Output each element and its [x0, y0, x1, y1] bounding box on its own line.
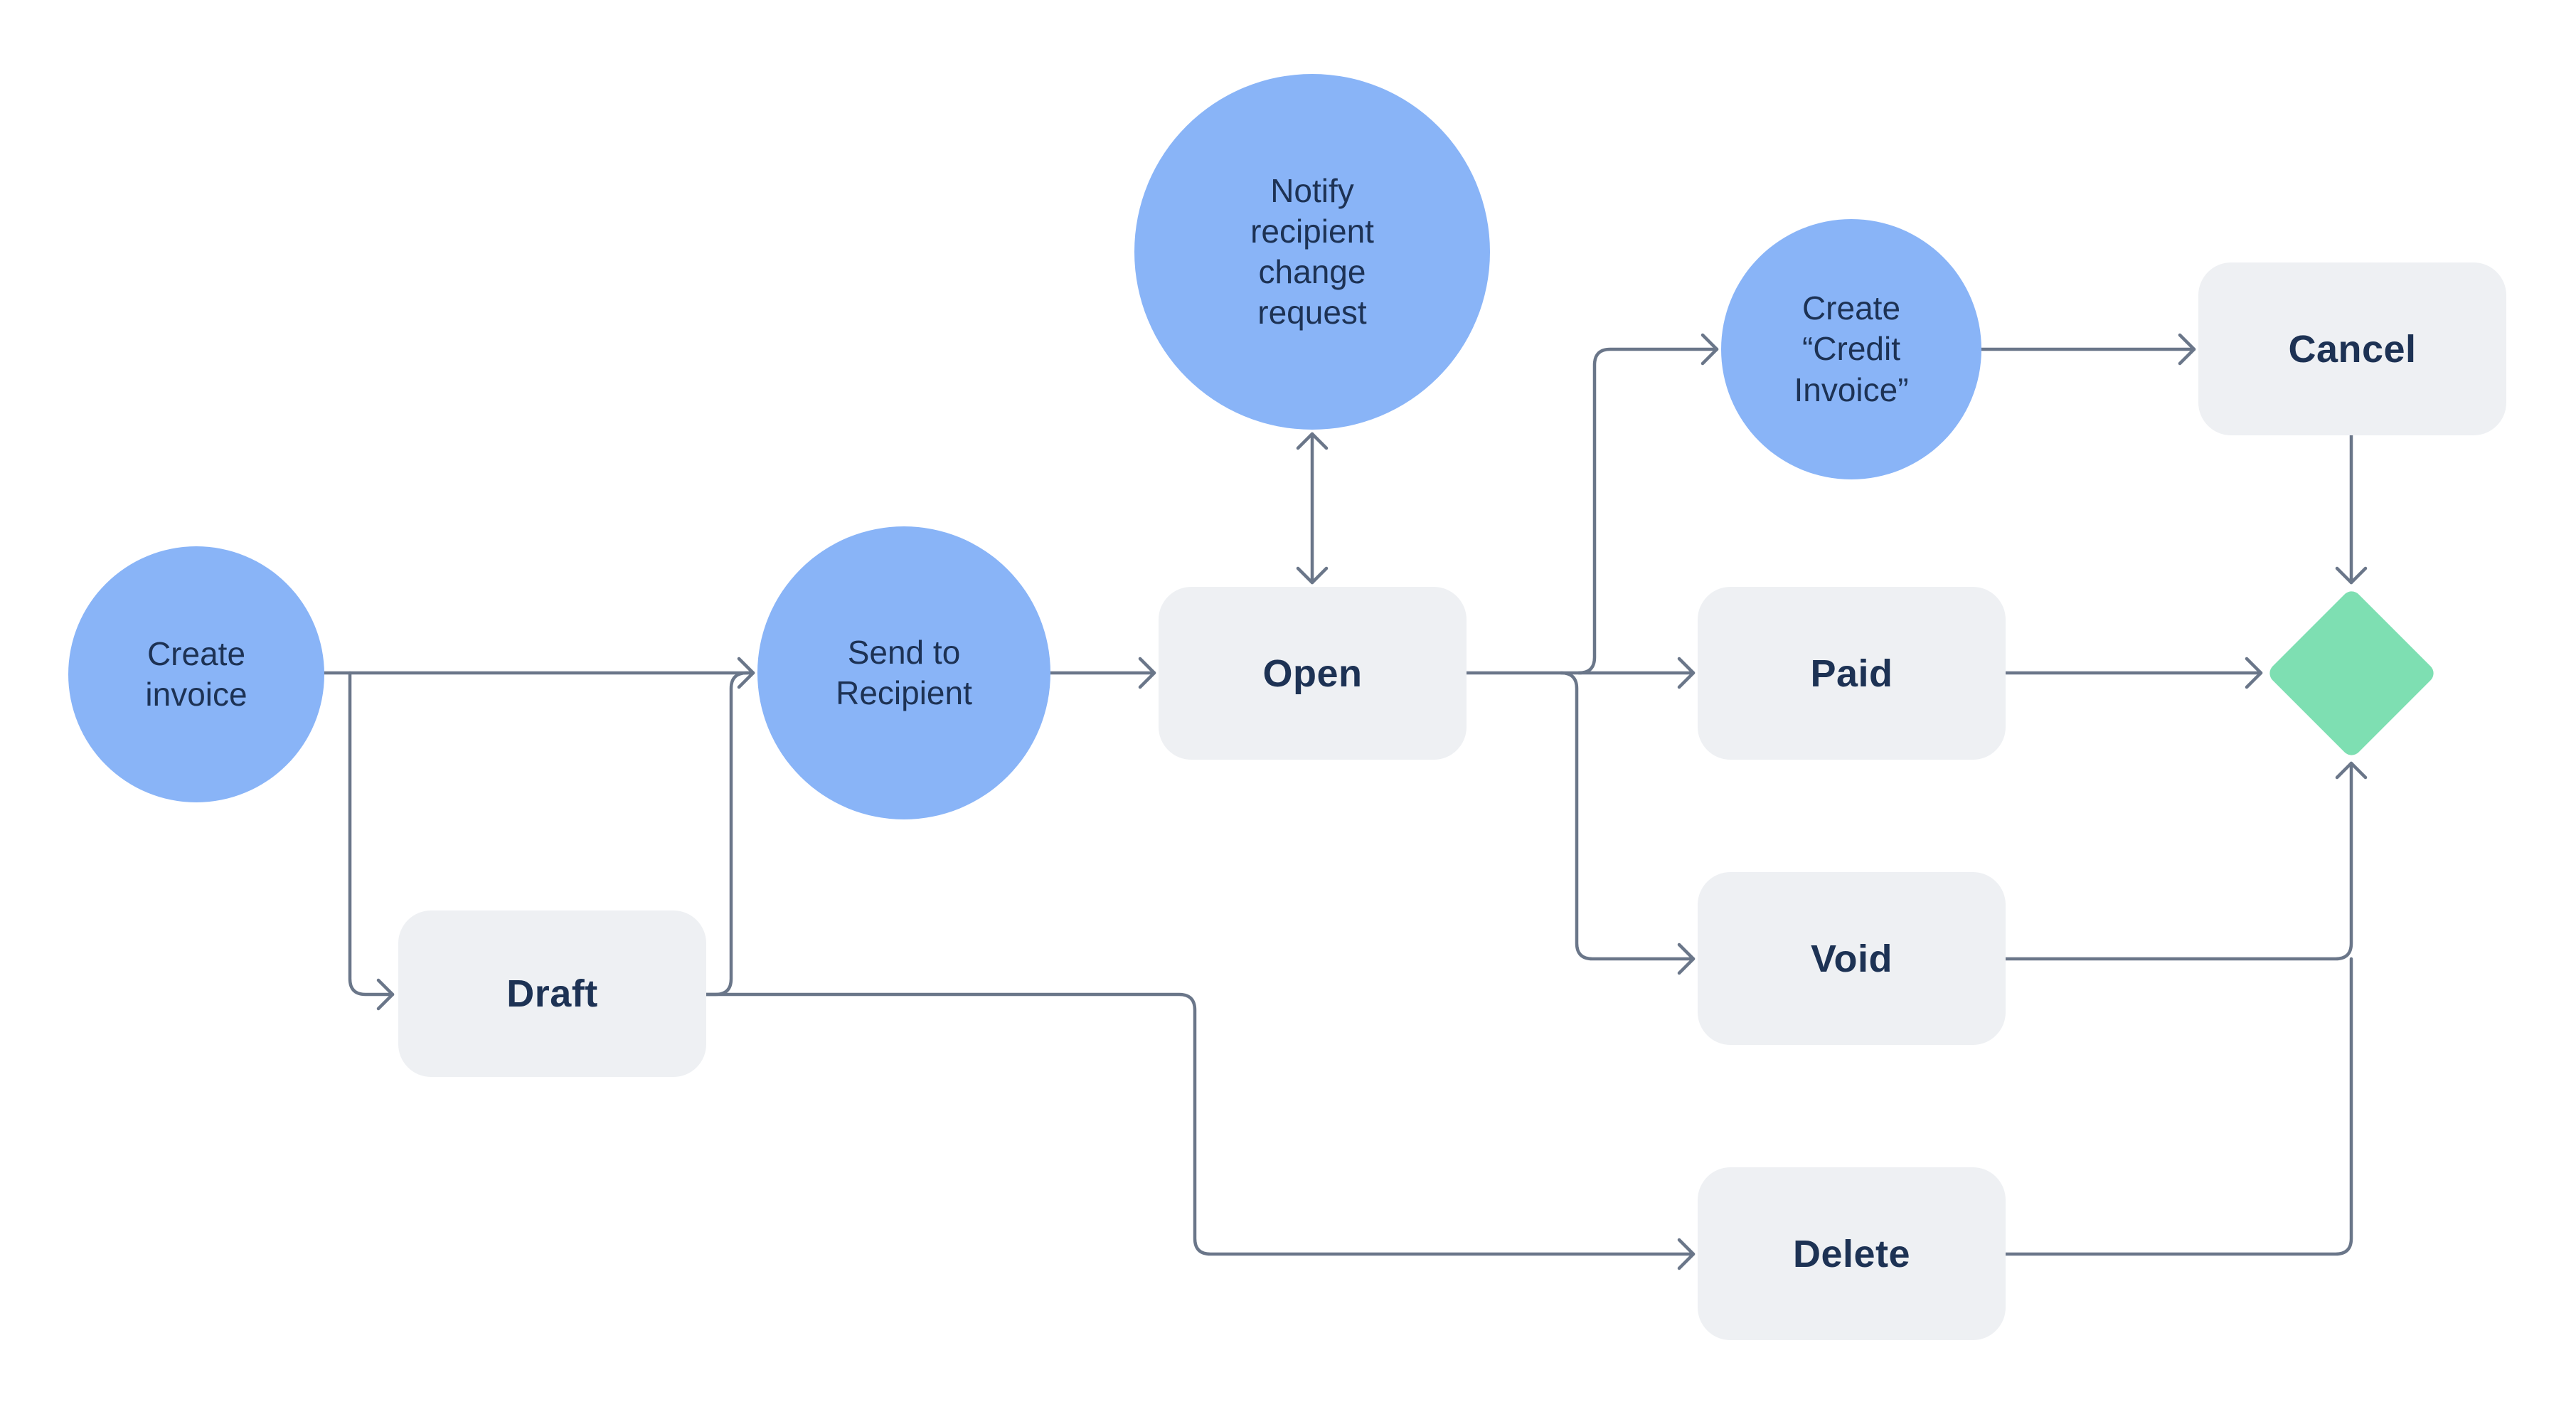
edge-delete-to-end	[2003, 957, 2353, 1256]
arrowhead-up-icon	[2335, 761, 2368, 780]
arrowhead-right-icon	[1677, 657, 1696, 689]
node-paid[interactable]: Paid	[1698, 587, 2006, 760]
edge-create-credit-invoice-to-cancel	[1979, 333, 2196, 366]
edge-paid-to-end	[2003, 657, 2263, 689]
node-notify-recipient-change-request-label: Notify recipient change request	[1250, 171, 1374, 331]
edge-open-to-void	[1559, 671, 1696, 975]
arrowhead-right-icon	[376, 978, 395, 1011]
node-open[interactable]: Open	[1159, 587, 1467, 760]
arrowhead-down-icon	[1296, 566, 1329, 585]
node-notify-recipient-change-request[interactable]: Notify recipient change request	[1134, 74, 1490, 430]
node-create-invoice[interactable]: Create invoice	[68, 546, 324, 802]
arrowhead-up-icon	[1296, 432, 1329, 450]
node-paid-label: Paid	[1810, 652, 1893, 695]
edge-notify-open-bidirectional	[1296, 432, 1329, 585]
node-void-label: Void	[1811, 937, 1893, 980]
node-send-to-recipient-label: Send to Recipient	[836, 633, 972, 711]
edge-create-invoice-to-draft	[348, 671, 395, 1011]
node-create-credit-invoice[interactable]: Create “Credit Invoice”	[1721, 219, 1981, 479]
node-cancel-label: Cancel	[2288, 327, 2417, 371]
edge-draft-to-send-to-recipient	[704, 671, 755, 997]
edge-cancel-to-end	[2335, 433, 2368, 585]
edge-send-to-recipient-to-open	[1048, 657, 1156, 689]
arrowhead-right-icon	[1677, 943, 1696, 975]
edge-open-to-create-credit-invoice	[1577, 333, 1719, 675]
edge-void-to-end	[2003, 761, 2368, 961]
arrowhead-right-icon	[2178, 333, 2196, 366]
node-draft[interactable]: Draft	[398, 910, 706, 1077]
node-create-invoice-label: Create invoice	[145, 635, 248, 713]
node-send-to-recipient[interactable]: Send to Recipient	[757, 526, 1050, 819]
node-cancel[interactable]: Cancel	[2198, 262, 2506, 435]
arrowhead-right-icon	[1677, 1238, 1696, 1270]
node-open-label: Open	[1262, 652, 1363, 695]
node-void[interactable]: Void	[1698, 872, 2006, 1045]
arrowhead-right-icon	[2245, 657, 2263, 689]
edge-create-invoice-to-send-to-recipient	[322, 657, 755, 689]
node-create-credit-invoice-label: Create “Credit Invoice”	[1794, 290, 1909, 408]
node-draft-label: Draft	[506, 972, 598, 1015]
arrowhead-right-icon	[1138, 657, 1156, 689]
edge-draft-to-delete	[704, 992, 1696, 1270]
arrowhead-right-icon	[1701, 333, 1719, 366]
arrowhead-down-icon	[2335, 566, 2368, 585]
node-delete[interactable]: Delete	[1698, 1167, 2006, 1340]
node-delete-label: Delete	[1792, 1232, 1911, 1275]
